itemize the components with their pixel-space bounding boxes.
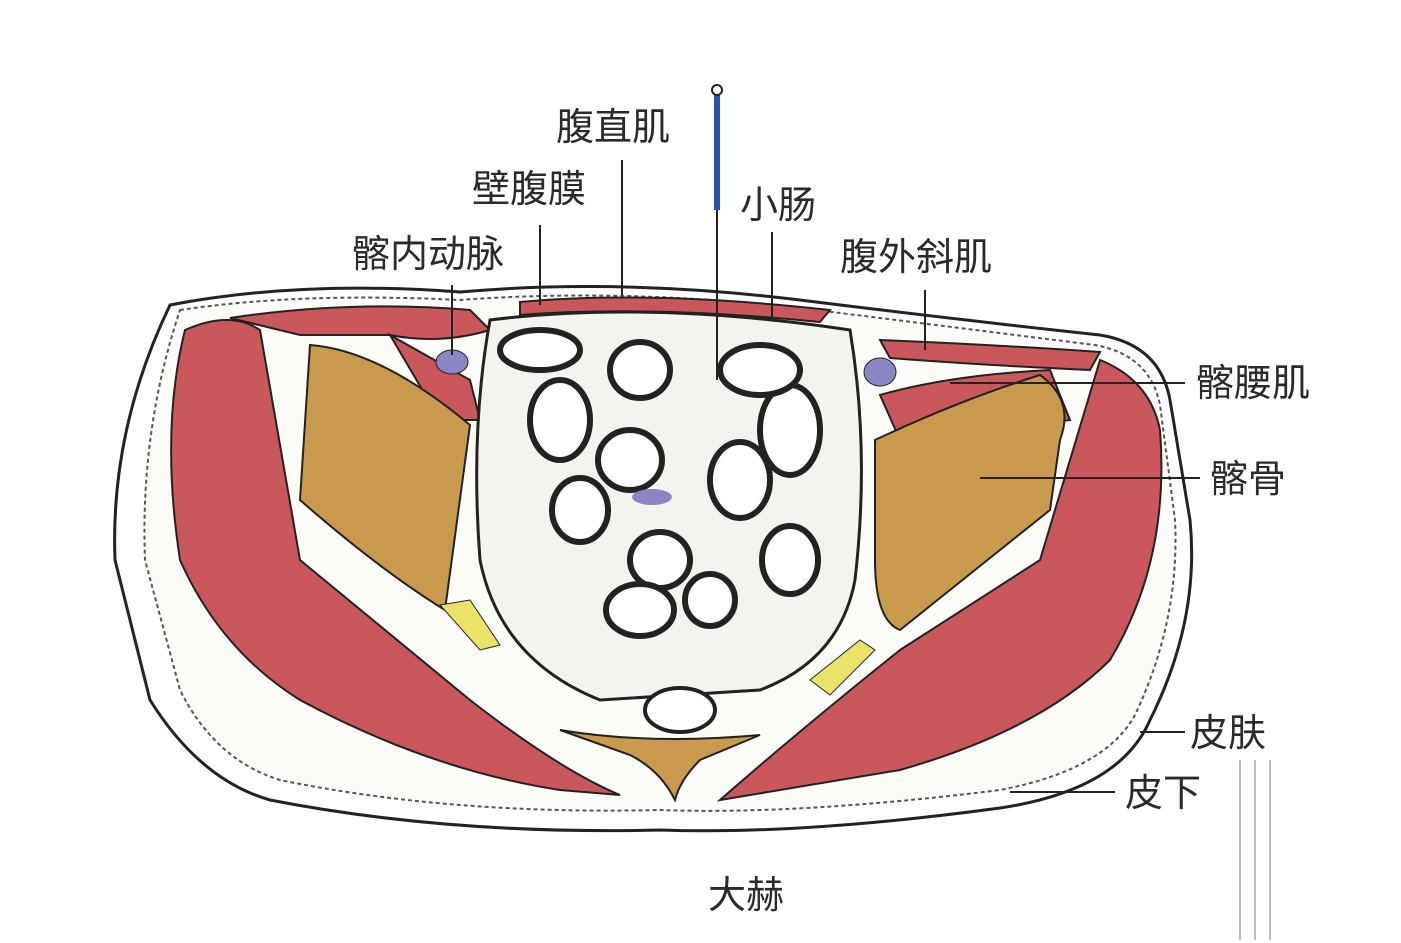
label-rectus-abdominis: 腹直肌: [556, 105, 671, 149]
nerve-right: [809, 639, 876, 696]
rectum: [643, 686, 717, 734]
scan-marks: [1239, 760, 1271, 940]
muscle-left-gluteal: [170, 319, 621, 796]
bone-right-ilium: [874, 373, 1066, 632]
vessel-right: [863, 357, 897, 387]
muscle-right-abdominal: [878, 338, 1102, 372]
leader-lines: [451, 160, 1200, 793]
needle-handle: [711, 84, 723, 96]
small-intestine-loops: [497, 327, 823, 639]
label-subcutaneous: 皮下: [1125, 771, 1202, 815]
label-acupoint: 大赫: [708, 873, 785, 917]
label-internal-iliac-artery: 髂内动脉: [352, 232, 505, 276]
label-skin: 皮肤: [1190, 711, 1267, 755]
vessel-mid: [632, 489, 672, 505]
label-iliopsoas: 髂腰肌: [1196, 361, 1311, 405]
label-small-intestine: 小肠: [740, 183, 817, 227]
bone-sacrum: [559, 729, 761, 803]
muscle-left-abdominal: [229, 305, 492, 340]
label-ilium: 髂骨: [1210, 457, 1287, 501]
nerve-left: [439, 599, 501, 651]
label-parietal-peritoneum: 壁腹膜: [472, 167, 587, 211]
label-external-oblique: 腹外斜肌: [840, 235, 993, 279]
muscle-right-gluteal: [716, 358, 1163, 802]
